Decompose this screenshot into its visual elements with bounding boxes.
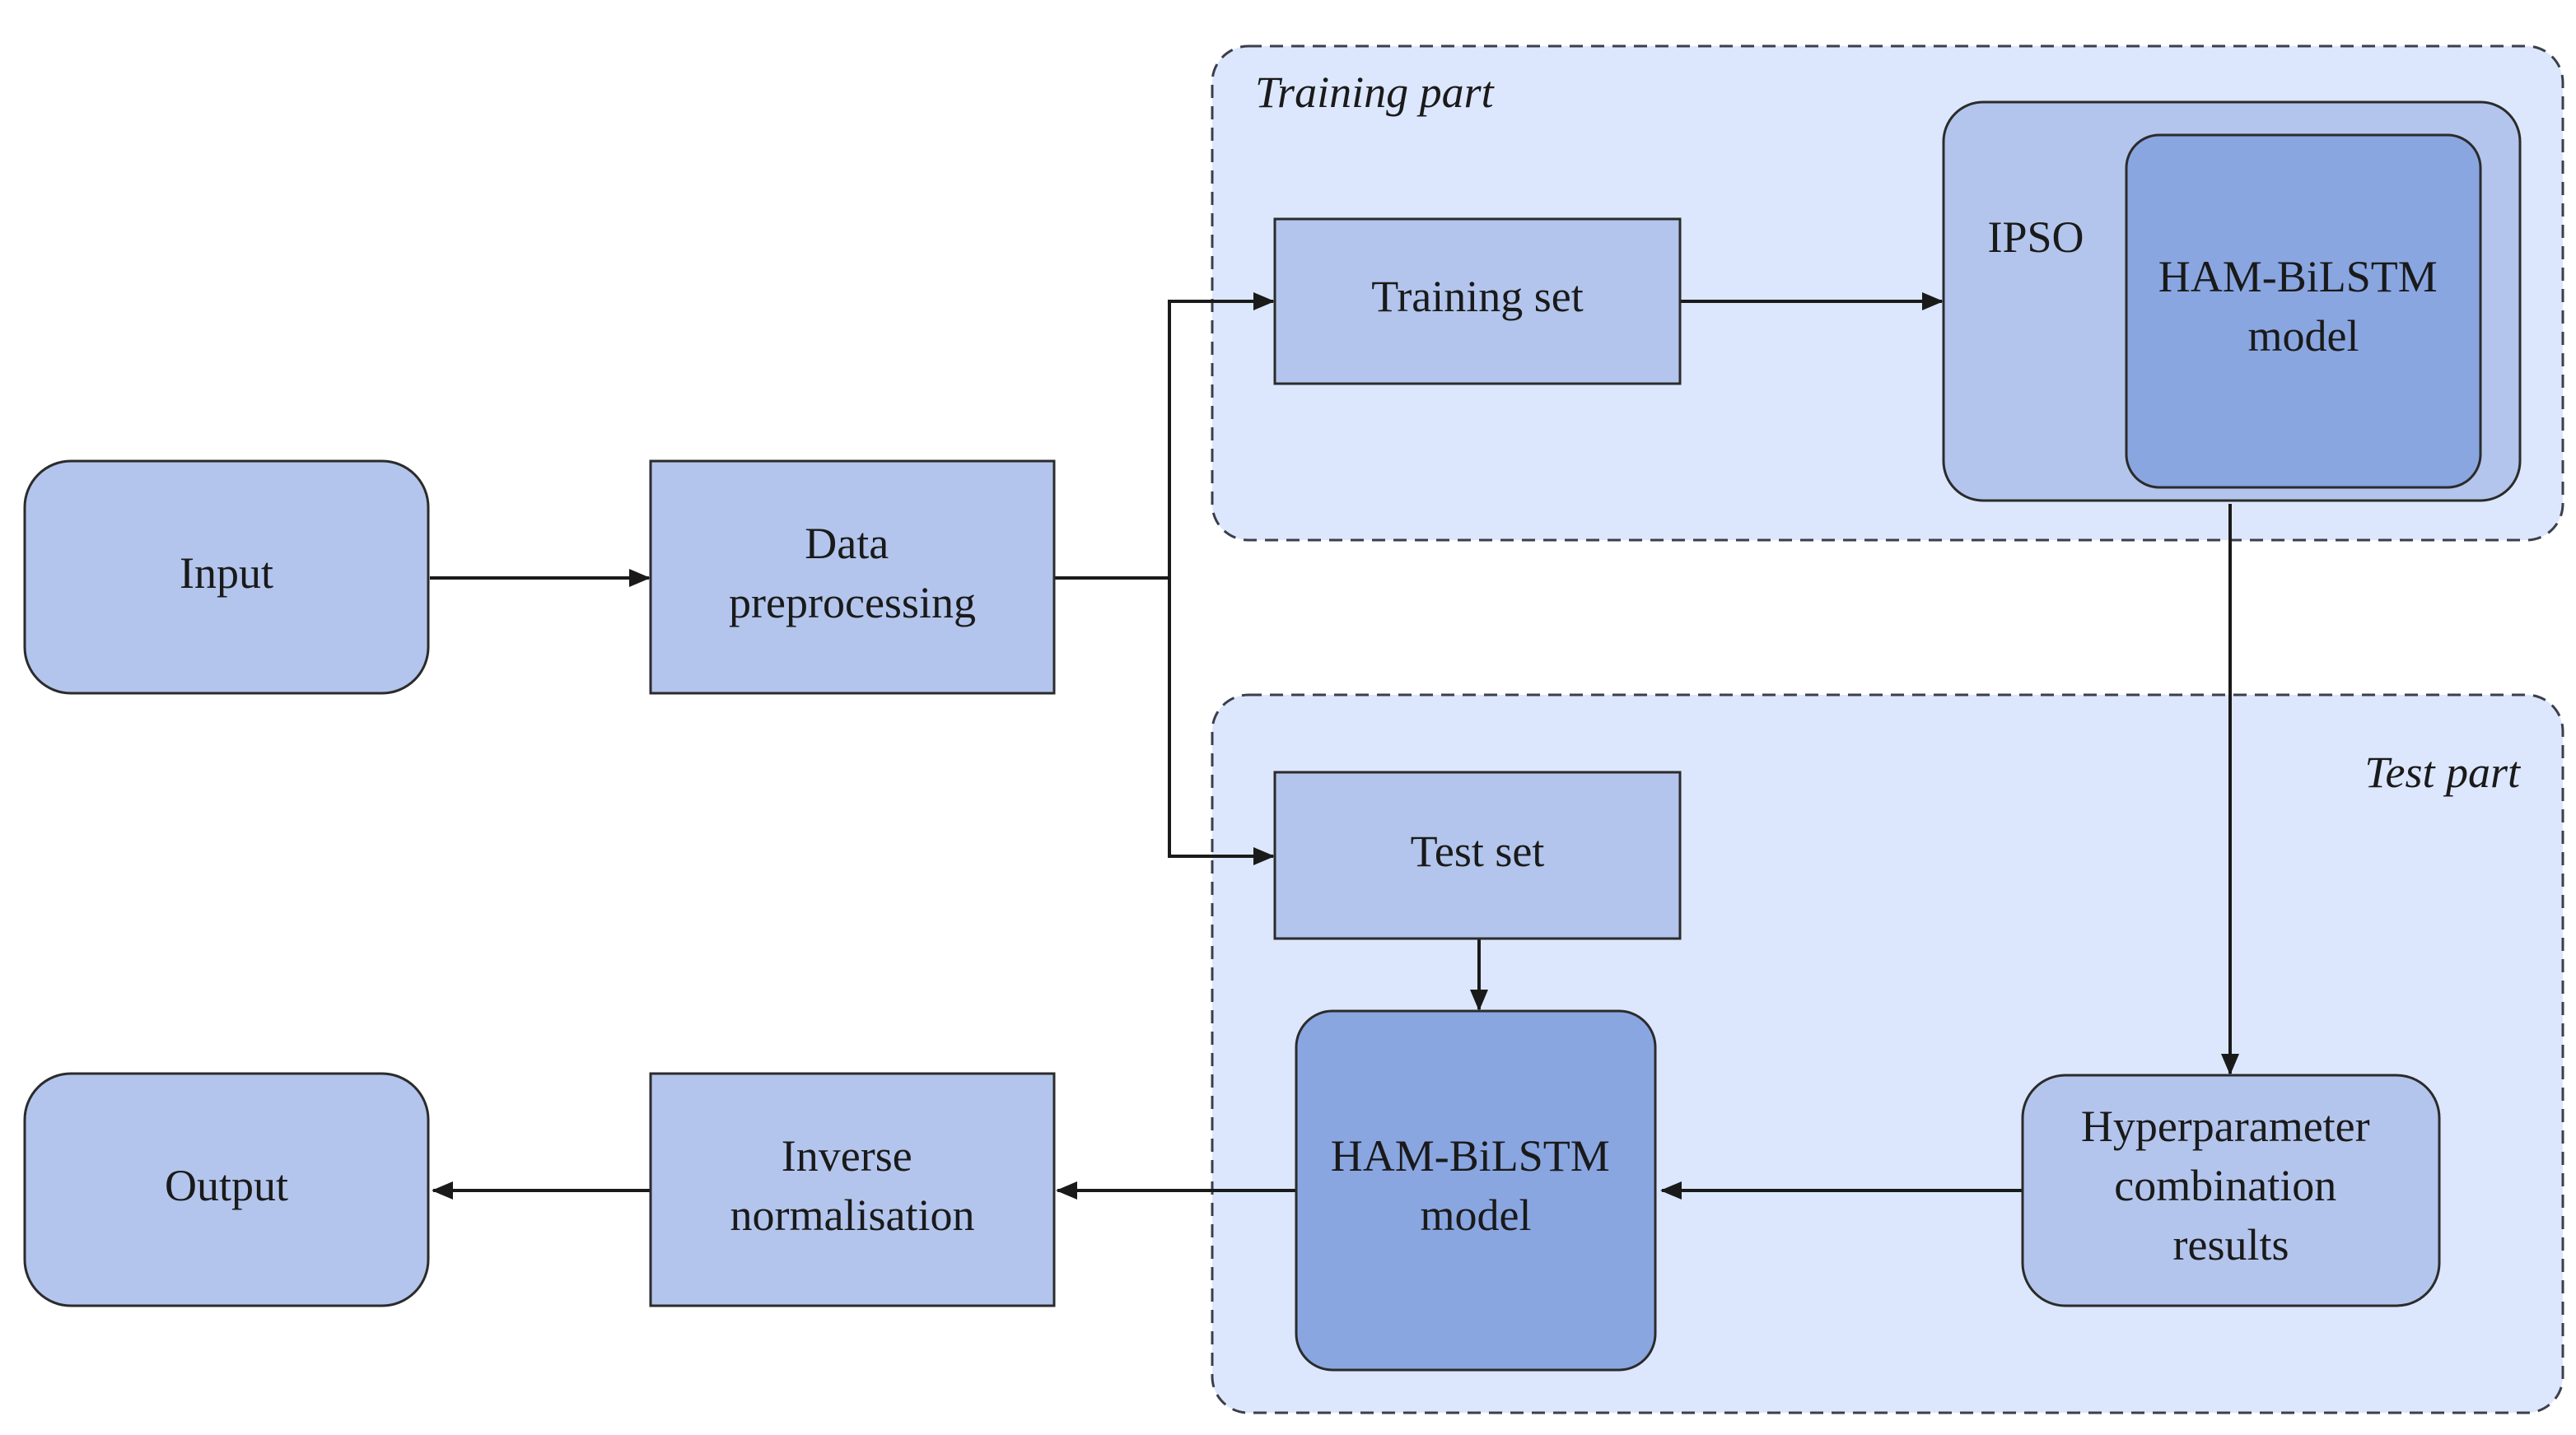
node-test-set: Test set (1273, 771, 1682, 940)
node-output-label: Output (165, 1161, 288, 1210)
node-ham-bilstm-test: HAM-BiLSTM model (1295, 1009, 1657, 1372)
training-part-label: Training part (1255, 68, 1496, 117)
node-training-set-label: Training set (1371, 272, 1584, 321)
node-training-set: Training set (1273, 217, 1682, 385)
node-data-preprocessing: Data preprocessing (649, 459, 1056, 695)
node-ham-bilstm-test-label: HAM-BiLSTM model (1331, 1131, 1622, 1240)
node-test-set-label: Test set (1411, 827, 1545, 876)
node-input: Input (23, 459, 430, 695)
node-input-label: Input (180, 548, 273, 598)
node-ham-bilstm-train-label: HAM-BiLSTM model (2158, 252, 2449, 361)
node-ham-bilstm-train: HAM-BiLSTM model (2125, 133, 2482, 489)
node-ipso-label: IPSO (1987, 212, 2084, 262)
node-hyperparameter-results: Hyperparameter combination results (2021, 1074, 2441, 1307)
node-hyperparameter-results-label: Hyperparameter combination results (2081, 1102, 2381, 1270)
node-data-preprocessing-label: Data preprocessing (729, 519, 976, 627)
node-inverse-normalisation-label: Inverse normalisation (730, 1131, 975, 1240)
edges (430, 292, 2239, 1200)
edge-preprocessing-to-training-set (1054, 292, 1275, 580)
node-inverse-normalisation: Inverse normalisation (649, 1072, 1056, 1307)
test-part-label: Test part (2364, 748, 2522, 797)
node-output: Output (23, 1072, 430, 1307)
edge-preprocessing-to-test-set (1168, 578, 1275, 865)
